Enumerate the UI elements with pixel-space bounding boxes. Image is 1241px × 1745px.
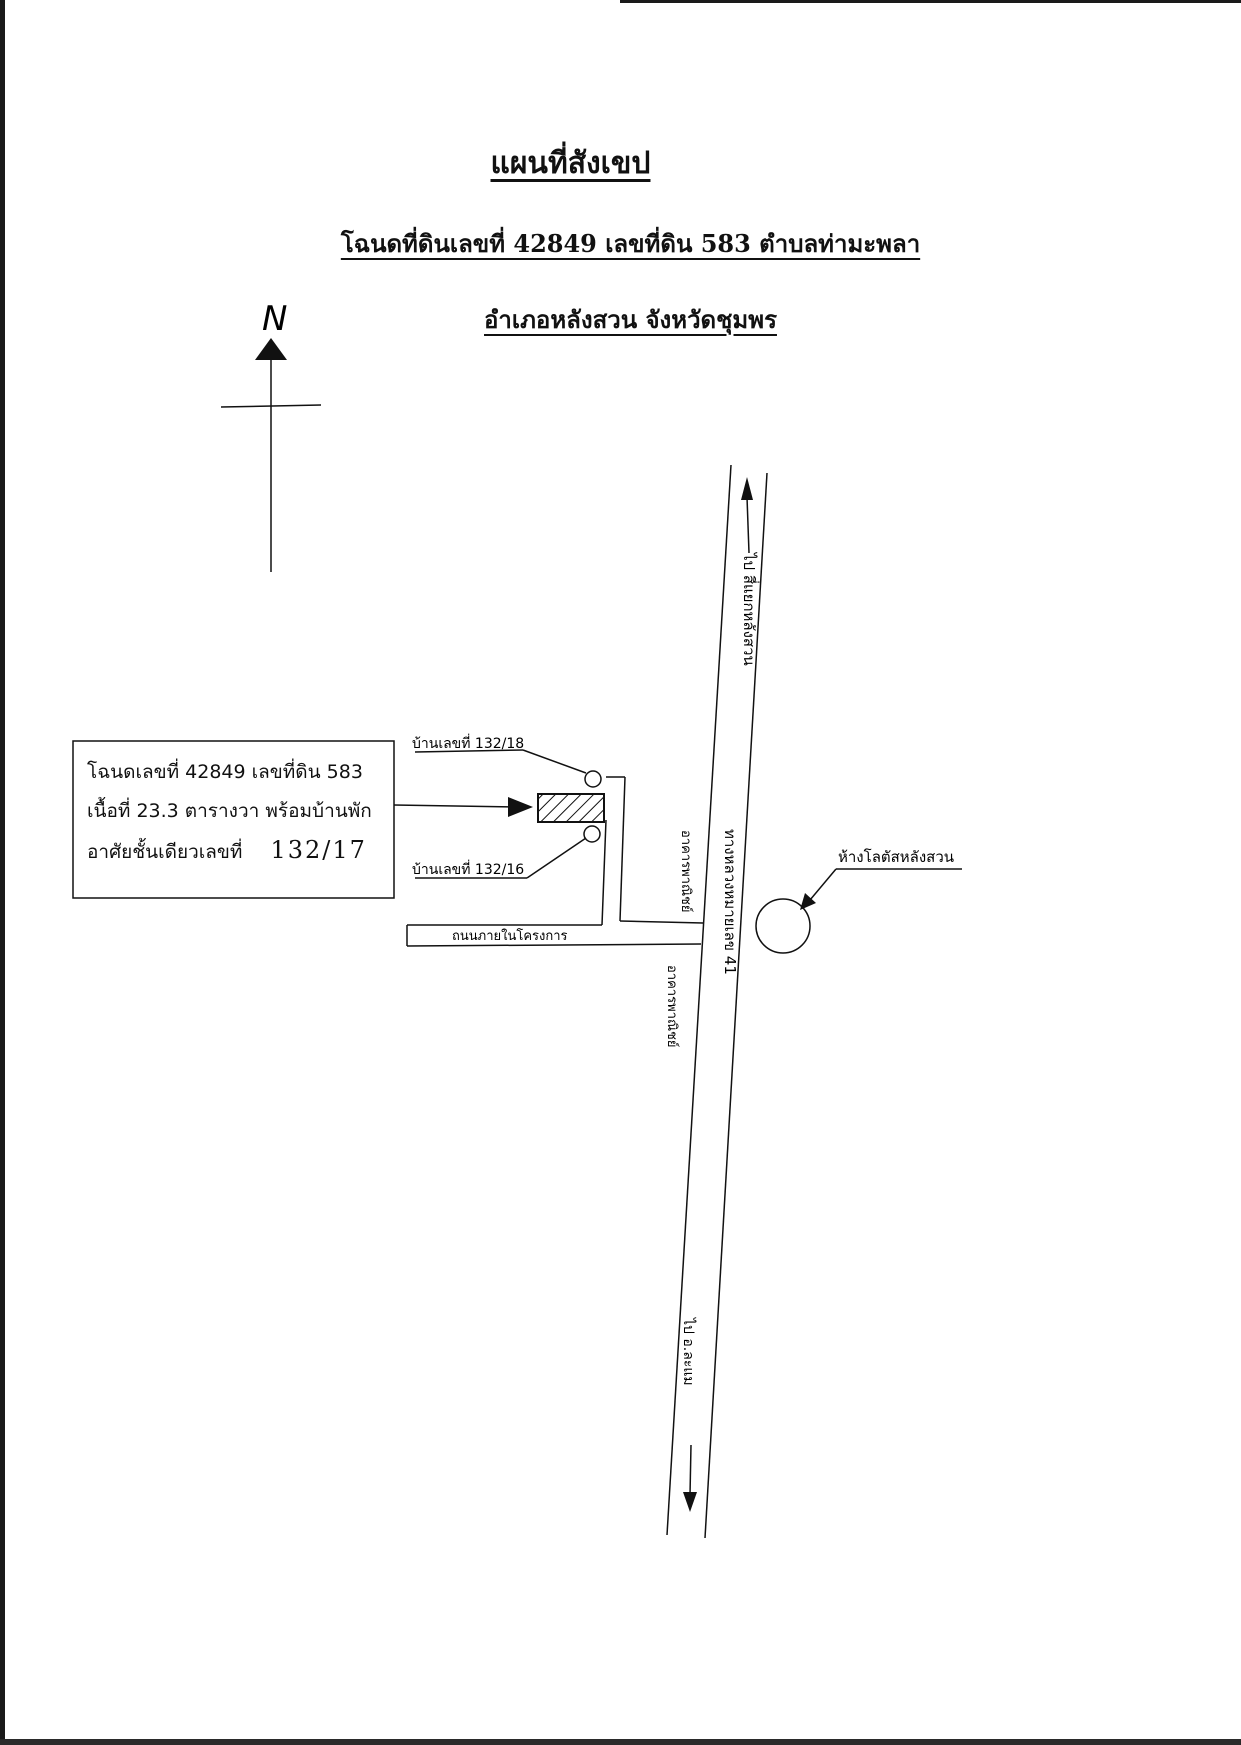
highway-41 [666, 464, 768, 1539]
commercial-label-2: อาคารพาณิชย์ [664, 965, 680, 1047]
pointer-arrow-icon [508, 797, 533, 817]
house-south-label: บ้านเลขที่ 132/16 [412, 860, 524, 878]
scan-edge-left [0, 0, 5, 1745]
commercial-label-1: อาคารพาณิชย์ [678, 830, 694, 912]
to-south-label: ไป อ.ละแม [680, 1317, 697, 1386]
parcel-line-3: อาศัยชั้นเดียวเลขที่ 132/17 [87, 831, 372, 872]
scan-edge-bottom [0, 1739, 1241, 1745]
house-north-marker [584, 770, 602, 788]
district-line: อำเภอหลังสวน จังหวัดชุมพร [484, 305, 777, 334]
deed-line: โฉนดที่ดินเลขที่ 42849 เลขที่ดิน 583 ตำบ… [340, 229, 921, 258]
highway-label: ทางหลวงหมายเลข 41 [721, 829, 739, 975]
parcel-info-box [72, 740, 395, 899]
parcel-line-3-prefix: อาศัยชั้นเดียวเลขที่ [87, 841, 243, 863]
internal-road-label: ถนนภายในโครงการ [452, 928, 568, 944]
compass-icon: N [220, 299, 322, 572]
house-north-label: บ้านเลขที่ 132/18 [412, 734, 524, 752]
house-south-marker [583, 825, 601, 843]
scan-edge-top [620, 0, 1241, 3]
parcel-line-1: โฉนดเลขที่ 42849 เลขที่ดิน 583 [87, 761, 363, 783]
house-number-handwritten: 132/17 [270, 836, 367, 864]
landmark-circle [755, 898, 811, 954]
north-label: N [262, 299, 287, 339]
arrow-south-icon [683, 1444, 697, 1512]
parcel-line-2: เนื้อที่ 23.3 ตารางวา พร้อมบ้านพัก [87, 800, 372, 822]
side-roads [406, 776, 704, 947]
map-title: แผนที่สังเขป [490, 146, 651, 181]
landmark-arrow-icon [800, 893, 816, 910]
arrow-north-icon [741, 477, 753, 554]
landmark-label: ห้างโลตัสหลังสวน [838, 848, 954, 866]
land-parcel [537, 793, 605, 823]
to-north-label: ไป สี่แยกหลังสวน [740, 552, 760, 666]
parcel-info-text: โฉนดเลขที่ 42849 เลขที่ดิน 583 เนื้อที่ … [87, 753, 372, 872]
